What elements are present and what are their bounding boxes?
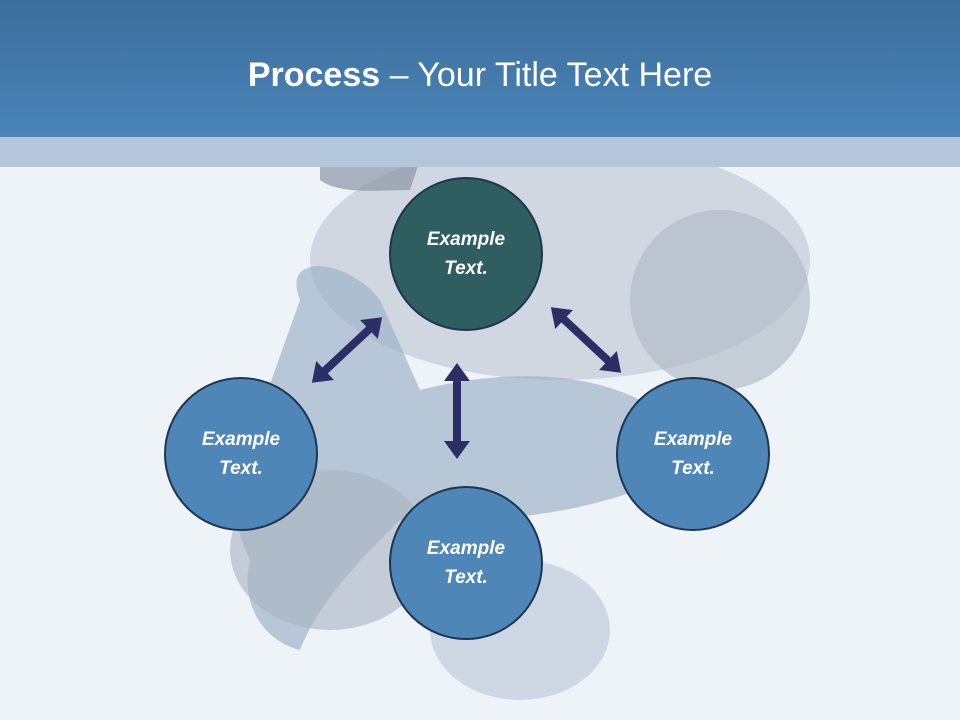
title-bold: Process bbox=[247, 56, 381, 94]
process-node-bottom: Example Text. bbox=[389, 486, 543, 640]
process-node-right: Example Text. bbox=[616, 377, 770, 531]
header-band bbox=[0, 137, 960, 167]
node-bottom-label: Example Text. bbox=[426, 538, 506, 588]
slide-title: Process – Your Title Text Here bbox=[0, 50, 960, 100]
node-top-label: Example Text. bbox=[426, 229, 506, 279]
process-node-top: Example Text. bbox=[389, 177, 543, 331]
process-node-left: Example Text. bbox=[164, 377, 318, 531]
header-bar bbox=[0, 0, 960, 137]
title-rest: – Your Title Text Here bbox=[380, 56, 713, 94]
node-right-label: Example Text. bbox=[653, 429, 733, 479]
node-left-label: Example Text. bbox=[201, 429, 281, 479]
